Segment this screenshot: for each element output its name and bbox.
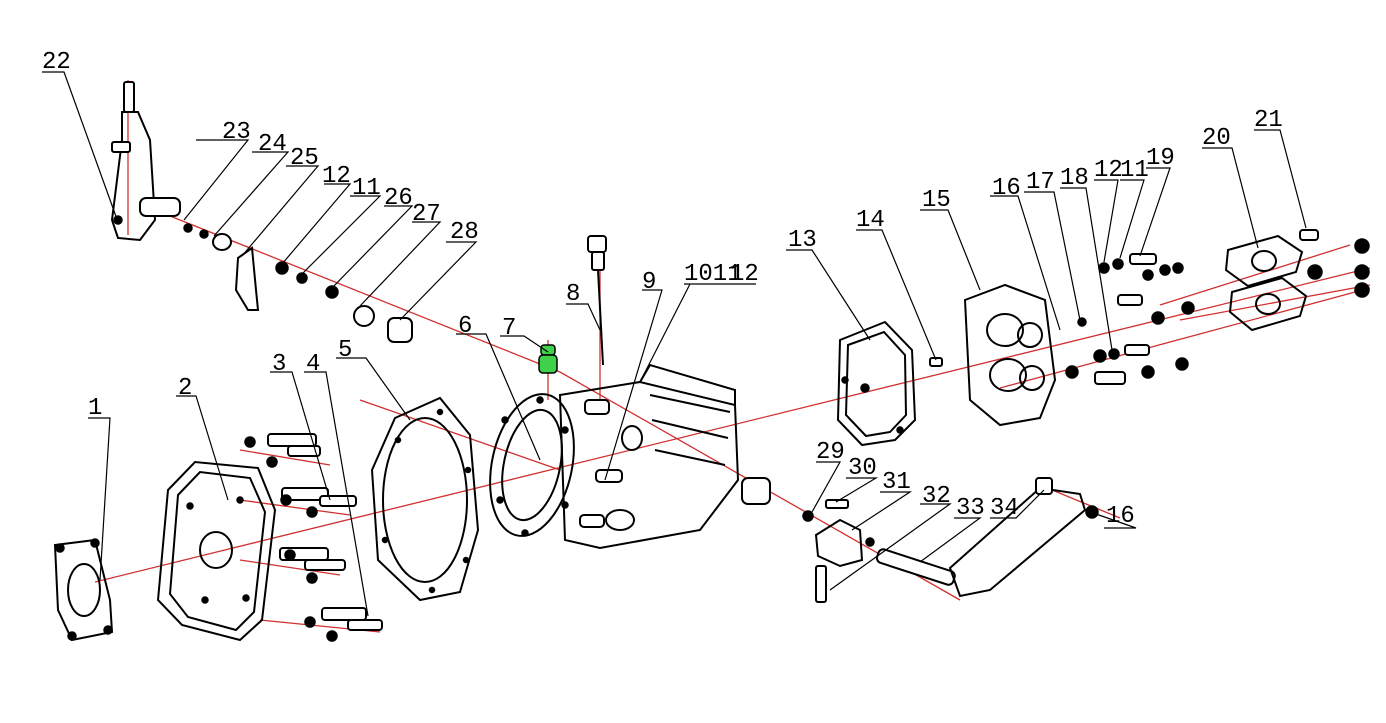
callout-31: 31 (882, 469, 911, 496)
right-side-fasteners (1065, 253, 1195, 385)
callout-18: 18 (1060, 165, 1089, 192)
part-6-flange-ring (489, 393, 575, 537)
part-3-4-bolts (244, 433, 383, 642)
callout-24: 24 (258, 131, 287, 158)
part-13-gasket (836, 320, 917, 447)
callout-2: 2 (178, 375, 192, 402)
callout-6: 6 (458, 313, 472, 340)
part-8-dipstick (587, 235, 607, 366)
callout-27: 27 (412, 201, 441, 228)
callout-12-b: 12 (1094, 157, 1123, 184)
callout-10-11: 1011 (684, 261, 742, 288)
callout-21: 21 (1254, 107, 1283, 134)
callout-3: 3 (272, 351, 286, 378)
callout-7: 7 (502, 315, 516, 342)
callout-32: 32 (922, 483, 951, 510)
part-15-rear-cover (963, 283, 1057, 427)
part-1-gasket (53, 538, 114, 642)
callout-25: 25 (290, 145, 319, 172)
part-5-gasket (370, 396, 480, 602)
callout-26: 26 (384, 185, 413, 212)
callout-14: 14 (856, 207, 885, 234)
callout-9: 9 (642, 269, 656, 296)
callout-11-b: 11 (1120, 157, 1149, 184)
callout-8: 8 (566, 281, 580, 308)
part-7-plug (538, 344, 558, 374)
callout-5: 5 (338, 337, 352, 364)
callout-30: 30 (848, 455, 877, 482)
callout-33: 33 (956, 495, 985, 522)
callout-12-a: 12 (730, 261, 759, 288)
linkage-components (802, 477, 1099, 603)
callout-4: 4 (306, 351, 320, 378)
callout-17: 17 (1026, 169, 1055, 196)
callout-1: 1 (88, 395, 102, 422)
callout-34: 34 (990, 495, 1019, 522)
callout-19: 19 (1146, 145, 1175, 172)
callout-15: 15 (922, 187, 951, 214)
callout-28: 28 (450, 219, 479, 246)
callout-11-c: 11 (352, 175, 381, 202)
part-2-front-cover (156, 460, 277, 642)
part-20-flanges (1224, 234, 1308, 332)
callout-16-b: 16 (1106, 503, 1135, 530)
part-22-lever (110, 81, 157, 242)
part-21-bolts (1299, 229, 1370, 298)
callout-13: 13 (788, 227, 817, 254)
shaft-components (139, 197, 771, 505)
callout-leaders (42, 71, 1307, 617)
callout-labels: 22 23 24 25 12 11 26 27 28 1 2 3 4 5 6 7… (42, 49, 1283, 530)
part-14-pin (929, 357, 943, 367)
gear-housing (558, 363, 740, 550)
callout-12-c: 12 (322, 163, 351, 190)
callout-20: 20 (1202, 125, 1231, 152)
callout-29-label: 29 (816, 439, 845, 466)
callout-22: 22 (42, 49, 71, 76)
callout-16-a: 16 (992, 175, 1021, 202)
callout-23: 23 (222, 119, 251, 146)
